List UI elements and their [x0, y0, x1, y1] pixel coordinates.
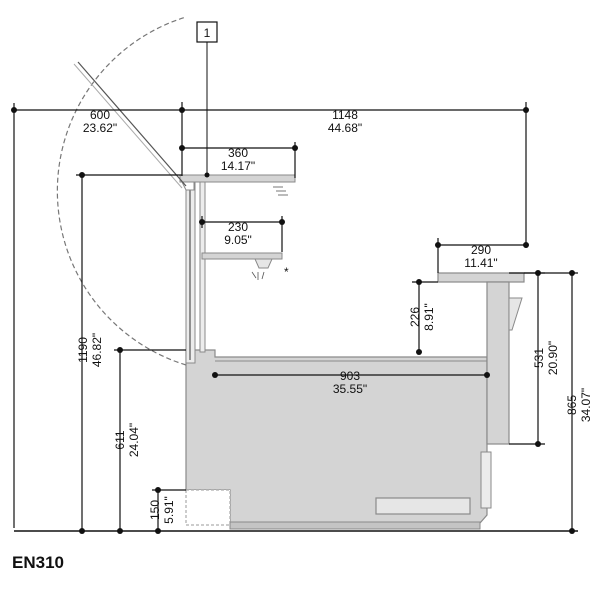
- callout-number: 1: [204, 26, 211, 40]
- upright-post: [199, 179, 206, 353]
- cabinet-body: [185, 349, 488, 524]
- lid-swing-arc: [56, 16, 187, 366]
- dim-903-inch: 35.55": [333, 382, 367, 396]
- dim-1190-mm: 1190: [76, 337, 90, 363]
- dim-600-mm: 600: [90, 108, 110, 122]
- dim-1148-inch: 44.68": [328, 121, 362, 135]
- cabinet-base-kick: [185, 489, 231, 526]
- dim-226-inch: 8.91": [422, 303, 436, 331]
- dim-290-mm: 290: [471, 243, 491, 257]
- drain-pan: [375, 497, 471, 515]
- star-symbol: *: [284, 265, 289, 279]
- dim-226-mm: 226: [408, 307, 422, 327]
- rear-support-post: [486, 281, 510, 445]
- model-label: EN310: [12, 553, 64, 572]
- dim-600-inch: 23.62": [83, 121, 117, 135]
- dim-290-inch: 11.41": [464, 256, 497, 270]
- dim-531-inch: 20.90": [546, 341, 560, 375]
- cabinet-bottom-rail: [229, 521, 481, 530]
- rear-bracket: [508, 297, 523, 331]
- callout-1: 1: [196, 21, 218, 178]
- dim-360-mm: 360: [228, 146, 248, 160]
- rear-door-panel: [480, 451, 492, 509]
- rear-shelf-board: [437, 272, 525, 283]
- dim-903-mm: 903: [340, 369, 360, 383]
- dim-230-inch: 9.05": [224, 233, 252, 247]
- open-lid-edge: [73, 63, 183, 189]
- dim-531-mm: 531: [532, 348, 546, 368]
- dim-611-inch: 24.04": [127, 423, 141, 457]
- dim-360-inch: 14.17": [221, 159, 255, 173]
- rear-assembly: [437, 272, 525, 445]
- lid-swing: [56, 16, 187, 366]
- dim-865-mm: 865: [565, 395, 579, 415]
- front-assembly: [179, 174, 296, 364]
- dim-865-inch: 34.07": [579, 388, 593, 422]
- lower-shelf-board: [201, 252, 283, 260]
- light-fixtures: [251, 186, 288, 280]
- top-shelf-board: [179, 174, 296, 183]
- cabinet: [185, 349, 492, 530]
- dim-1148-mm: 1148: [332, 108, 358, 122]
- dimension-lines: [11, 102, 578, 534]
- lower-shelf-lip: [254, 258, 273, 269]
- dim-611-mm: 611: [113, 430, 127, 449]
- dim-1190-inch: 46.82": [90, 333, 104, 367]
- dim-150-mm: 150: [148, 500, 162, 520]
- dim-230-mm: 230: [228, 220, 248, 234]
- dimension-labels: 600 23.62" 1148 44.68" 360 14.17" 230 9.…: [76, 108, 593, 524]
- open-lid: [77, 61, 187, 187]
- dim-150-inch: 5.91": [162, 496, 176, 524]
